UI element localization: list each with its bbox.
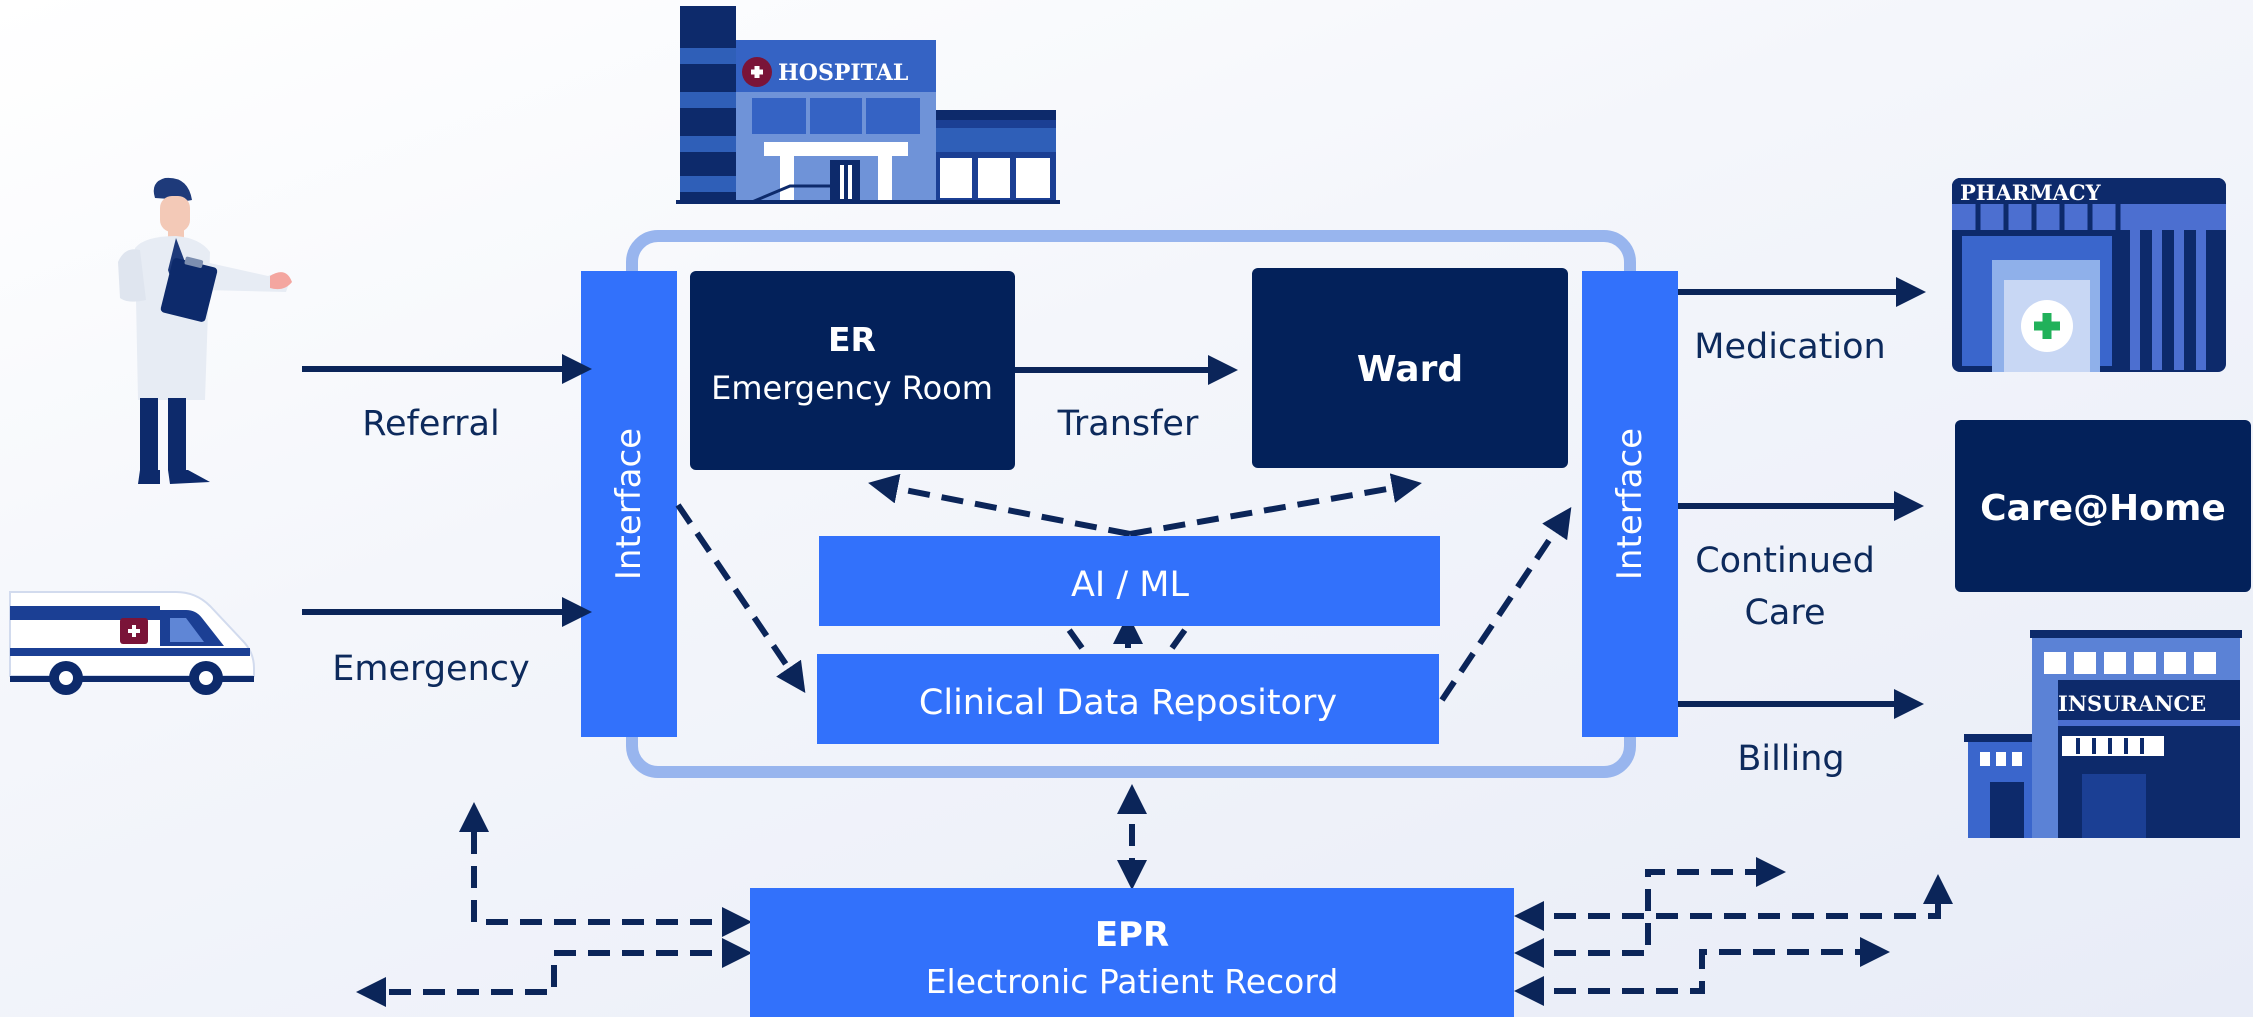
ai-to-er-arrow (868, 473, 1131, 537)
pharmacy-building-icon: PHARMACY (1952, 178, 2226, 372)
interface-left-label: Interface (609, 428, 649, 580)
pharmacy-sign-text: PHARMACY (1960, 180, 2102, 205)
epr-left-upper-arrow (459, 802, 752, 937)
referral-label: Referral (362, 404, 499, 444)
epr-right-mid-arrow (1514, 857, 1786, 968)
hospital-sign-text: HOSPITAL (778, 60, 908, 86)
cdr-to-interface-arrow (1439, 507, 1572, 702)
care-home-node: Care@Home (1955, 420, 2251, 592)
interface-right: Interface (1582, 271, 1678, 737)
interface-right-label: Interface (1610, 428, 1650, 580)
care-home-label: Care@Home (1980, 488, 2226, 529)
interface-to-cdr-arrow (675, 503, 806, 693)
insurance-sign-text: INSURANCE (2058, 691, 2206, 716)
er-node: ER Emergency Room (690, 271, 1015, 470)
emergency-label: Emergency (332, 649, 529, 689)
ambulance-icon (9, 591, 255, 695)
ai-to-ward-arrow (1129, 473, 1422, 537)
er-subtitle: Emergency Room (711, 369, 993, 407)
arrows (302, 277, 1953, 1007)
continued-care-label-line1: Continued (1695, 541, 1875, 581)
er-title: ER (828, 320, 876, 359)
medication-label: Medication (1694, 327, 1885, 367)
insurance-building-icon: INSURANCE (1964, 630, 2242, 838)
ai-ml-node: AI / ML (819, 536, 1440, 626)
epr-right-upper-arrow (1514, 874, 1953, 931)
epr-left-lower-arrow (356, 938, 752, 1007)
cdr-ai-link-left (1059, 618, 1085, 650)
hospital-building-icon: HOSPITAL (676, 6, 1060, 204)
cdr-ai-link-right (1169, 618, 1195, 650)
ward-title: Ward (1357, 349, 1463, 390)
epr-node: EPR Electronic Patient Record (750, 888, 1514, 1017)
interface-left: Interface (581, 271, 677, 737)
cdr-node: Clinical Data Repository (817, 654, 1439, 744)
epr-subtitle: Electronic Patient Record (926, 962, 1339, 1001)
ai-ml-label: AI / ML (1071, 565, 1190, 605)
transfer-label: Transfer (1057, 404, 1199, 444)
ward-node: Ward (1252, 268, 1568, 468)
epr-right-lower-arrow (1514, 937, 1890, 1006)
billing-label: Billing (1737, 739, 1844, 779)
epr-title: EPR (1095, 915, 1169, 955)
continued-care-label-line2: Care (1744, 593, 1825, 633)
doctor-icon (118, 177, 292, 484)
cdr-label: Clinical Data Repository (919, 683, 1337, 723)
edge-labels: Referral Emergency Transfer Medication C… (332, 327, 1885, 779)
